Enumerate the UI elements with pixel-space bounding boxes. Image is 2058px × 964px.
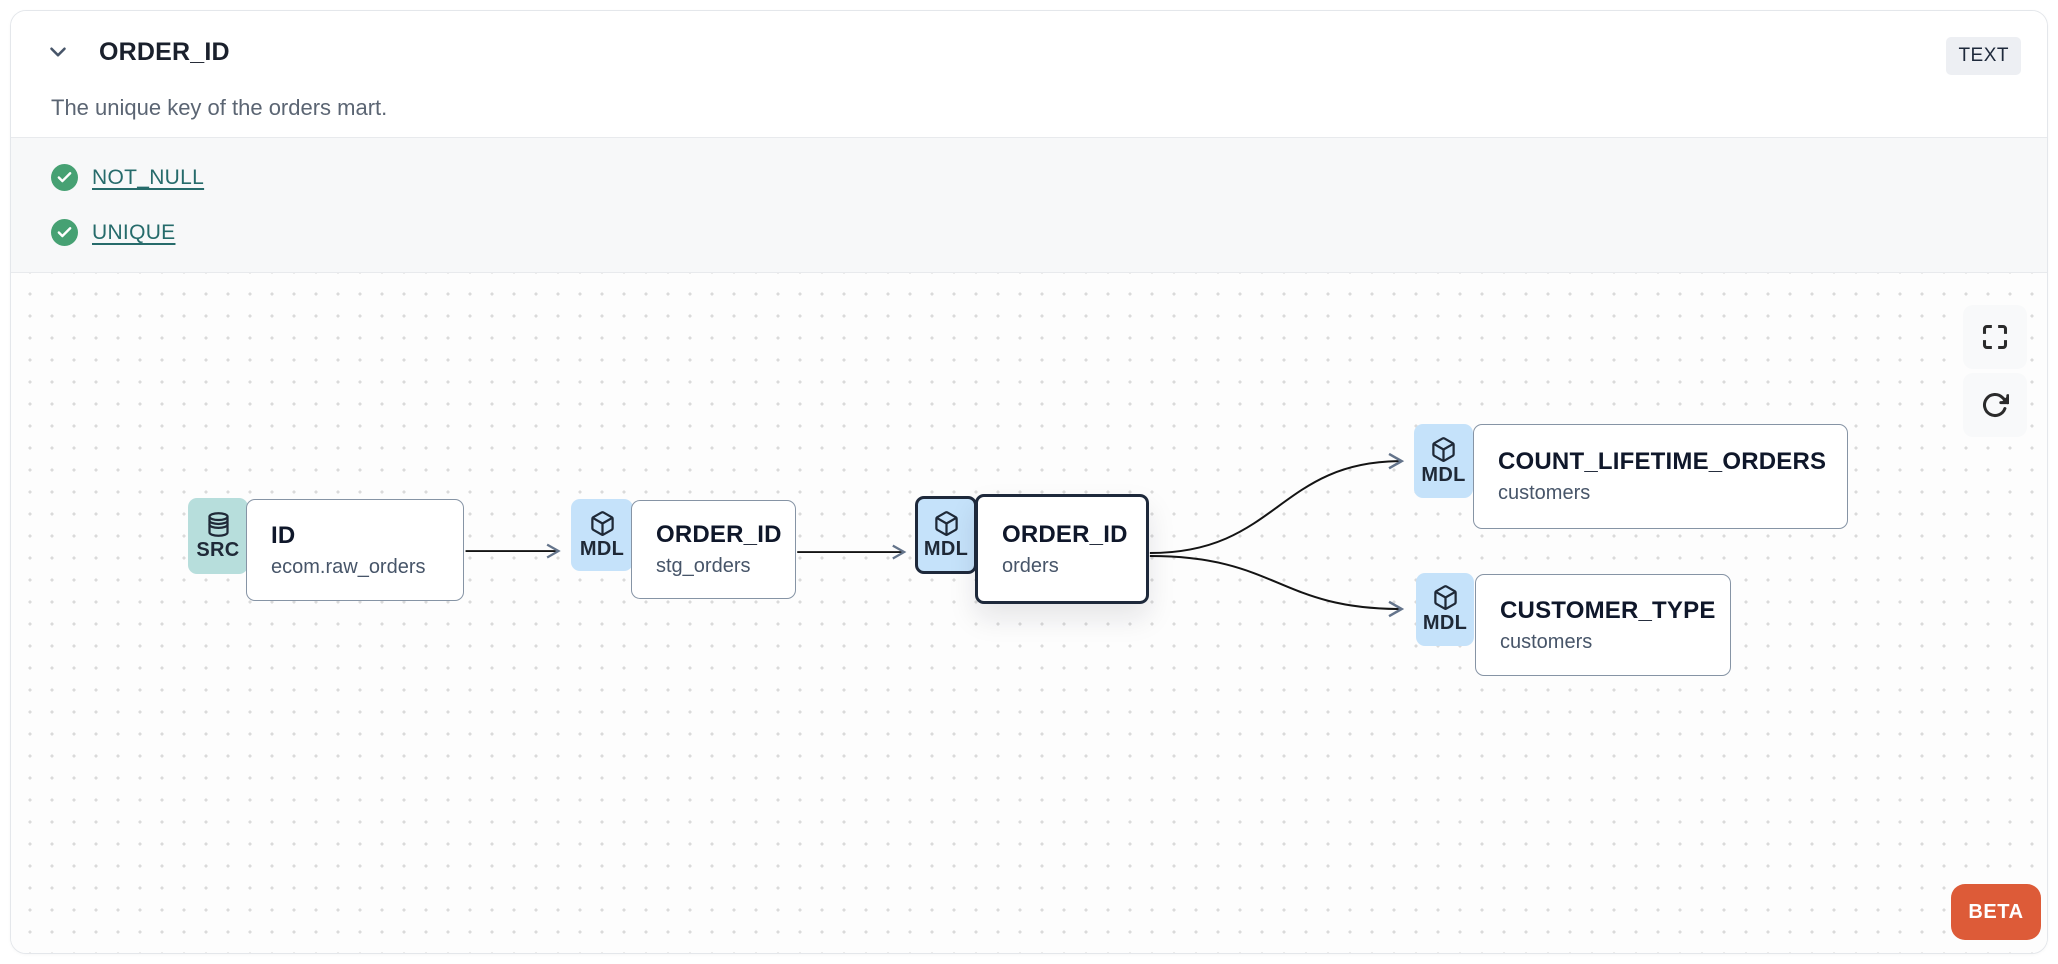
beta-badge: BETA [1951,884,2041,940]
node-badge-mdl: MDL [915,496,977,574]
node-title: ORDER_ID [1002,520,1128,548]
lineage-node-mart-selected[interactable]: ORDER_ID orders [975,494,1149,604]
fullscreen-button[interactable] [1963,305,2027,369]
node-badge-label: SRC [196,538,240,561]
node-subtitle: ecom.raw_orders [271,555,426,578]
test-row: UNIQUE [51,219,2007,246]
test-pass-icon [51,219,78,246]
node-subtitle: stg_orders [656,555,751,577]
header: ORDER_ID TEXT The unique key of the orde… [11,11,2047,137]
chevron-down-icon [45,39,71,65]
cube-icon [1432,584,1459,611]
test-pass-icon [51,164,78,191]
node-title: ORDER_ID [656,521,782,548]
lineage-canvas[interactable]: SRC ID ecom.raw_orders MDL ORDER_ID stg_… [11,273,2047,953]
node-badge-label: MDL [579,537,625,560]
node-badge-label: MDL [1422,612,1468,634]
lineage-node-count-lifetime-orders[interactable]: COUNT_LIFETIME_ORDERS customers [1473,424,1848,529]
cube-icon [933,510,960,537]
page-title: ORDER_ID [99,37,230,66]
fullscreen-icon [1981,323,2009,351]
column-type-badge: TEXT [1946,37,2021,75]
node-subtitle: orders [1002,554,1059,577]
cube-icon [589,510,616,537]
test-link-not-null[interactable]: NOT_NULL [92,165,205,189]
lineage-node-staging[interactable]: ORDER_ID stg_orders [631,500,796,599]
node-badge-label: MDL [923,537,969,560]
node-title: CUSTOMER_TYPE [1500,596,1716,624]
tests-section: NOT_NULL UNIQUE [11,137,2047,273]
test-row: NOT_NULL [51,164,2007,191]
column-detail-panel: ORDER_ID TEXT The unique key of the orde… [10,10,2048,954]
node-badge-mdl: MDL [571,499,633,571]
refresh-button[interactable] [1963,373,2027,437]
node-title: COUNT_LIFETIME_ORDERS [1498,448,1827,475]
cube-icon [1430,436,1457,463]
lineage-node-source[interactable]: ID ecom.raw_orders [246,499,464,601]
test-link-unique[interactable]: UNIQUE [92,220,176,244]
column-description: The unique key of the orders mart. [51,95,388,120]
refresh-icon [1981,391,2009,419]
collapse-button[interactable] [41,35,75,69]
lineage-node-customer-type[interactable]: CUSTOMER_TYPE customers [1475,574,1731,676]
node-badge-src: SRC [188,498,248,574]
node-title: ID [271,521,296,549]
node-badge-mdl: MDL [1414,424,1473,498]
node-subtitle: customers [1498,482,1591,504]
database-icon [205,511,232,538]
node-badge-mdl: MDL [1416,573,1474,646]
lineage-edges [465,452,1405,618]
node-badge-label: MDL [1421,463,1466,486]
node-subtitle: customers [1500,630,1593,653]
